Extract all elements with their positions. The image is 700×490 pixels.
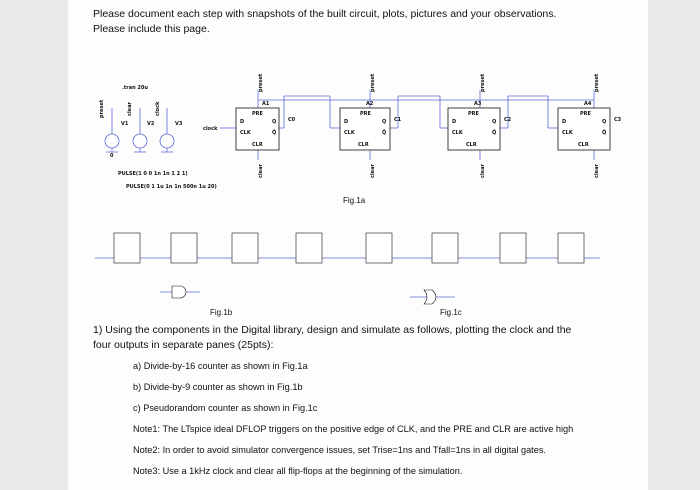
svg-text:CLR: CLR [252, 142, 263, 148]
svg-text:Q: Q [602, 119, 606, 125]
fig1c-ff4 [557, 232, 585, 264]
fig1b-caption: Fig.1b [210, 308, 233, 317]
src-v2-net: clear [127, 102, 133, 116]
svg-text:PRE: PRE [580, 111, 592, 117]
svg-text:Q̄: Q̄ [492, 129, 496, 136]
svg-text:Q: Q [272, 119, 276, 125]
svg-text:Q: Q [382, 119, 386, 125]
svg-text:Q̄: Q̄ [272, 129, 276, 136]
instruction-line-2: Please include this page. [93, 23, 210, 35]
note-1: Note1: The LTspice ideal DFLOP triggers … [133, 424, 574, 434]
fig1c-caption: Fig.1c [440, 308, 462, 317]
svg-text:D: D [452, 119, 456, 125]
note-2: Note2: In order to avoid simulator conve… [133, 445, 546, 455]
svg-text:CLK: CLK [240, 130, 252, 136]
clock-net-label: clock [203, 126, 218, 132]
svg-text:D: D [344, 119, 348, 125]
ff-a3-label: A3 [474, 101, 482, 107]
svg-text:D: D [240, 119, 244, 125]
svg-text:Q: Q [492, 119, 496, 125]
fig1b-ff2 [170, 232, 198, 264]
fig1c-ff3 [499, 232, 527, 264]
task-c: c) Pseudorandom counter as shown in Fig.… [133, 403, 318, 413]
svg-text:CLR: CLR [578, 142, 589, 148]
svg-text:clear: clear [370, 164, 376, 178]
svg-text:clear: clear [258, 164, 264, 178]
fig1b-and-gate [171, 285, 187, 299]
pulse-directive-2: PULSE(0 1 1u 1n 1n 500n 1u 20) [126, 184, 217, 190]
src-v3-net: clock [155, 101, 161, 116]
svg-text:CLR: CLR [466, 142, 477, 148]
question-line-1: 1) Using the components in the Digital l… [93, 324, 572, 336]
fig1b-ff3 [231, 232, 259, 264]
note-3: Note3: Use a 1kHz clock and clear all fl… [133, 466, 463, 476]
fig1c-xor-gate [423, 289, 437, 305]
fig1b-ff4 [295, 232, 323, 264]
svg-text:Q̄: Q̄ [382, 129, 386, 136]
flipflop-a1-symbol [235, 107, 280, 151]
fig1c-ff2 [431, 232, 459, 264]
flipflop-a4-symbol [557, 107, 611, 151]
tran-directive: .tran 20u [122, 85, 148, 91]
svg-text:CLK: CLK [344, 130, 356, 136]
document-page [68, 0, 648, 490]
src-v3-label: V3 [175, 121, 183, 127]
ff-a4-label: A4 [584, 101, 592, 107]
fig1b-ff1 [113, 232, 141, 264]
svg-text:clear: clear [594, 164, 600, 178]
svg-text:clear: clear [480, 164, 486, 178]
svg-text:CLK: CLK [562, 130, 574, 136]
svg-text:preset: preset [258, 73, 264, 92]
svg-text:preset: preset [594, 73, 600, 92]
ff-a1-out: C0 [288, 117, 296, 123]
src-v1-net: preset [99, 99, 105, 118]
svg-text:CLR: CLR [358, 142, 369, 148]
pulse-directive-1: PULSE(1 0 0 1n 1n 1 2 1) [118, 171, 188, 177]
svg-text:D: D [562, 119, 566, 125]
ff-a1-label: A1 [262, 101, 270, 107]
svg-text:preset: preset [480, 73, 486, 92]
svg-text:PRE: PRE [468, 111, 480, 117]
src-v1-label: V1 [121, 121, 129, 127]
ff-a2-out: C1 [394, 117, 402, 123]
src-v2-label: V2 [147, 121, 155, 127]
flipflop-a3-symbol [447, 107, 501, 151]
task-b: b) Divide-by-9 counter as shown in Fig.1… [133, 382, 303, 392]
svg-text:PRE: PRE [360, 111, 372, 117]
ground-label: 0 [110, 153, 114, 159]
svg-text:preset: preset [370, 73, 376, 92]
pin-pre-a1: PRE [252, 111, 264, 117]
ff-a3-out: C2 [504, 117, 512, 123]
flipflop-a2-symbol [339, 107, 391, 151]
task-a: a) Divide-by-16 counter as shown in Fig.… [133, 361, 308, 371]
svg-text:Q̄: Q̄ [602, 129, 606, 136]
fig1a-caption: Fig.1a [343, 196, 366, 205]
instruction-line-1: Please document each step with snapshots… [93, 8, 557, 20]
fig1c-ff1 [365, 232, 393, 264]
ff-a2-label: A2 [366, 101, 374, 107]
svg-text:CLK: CLK [452, 130, 464, 136]
question-line-2: four outputs in separate panes (25pts): [93, 339, 274, 351]
ff-a4-out: C3 [614, 117, 622, 123]
